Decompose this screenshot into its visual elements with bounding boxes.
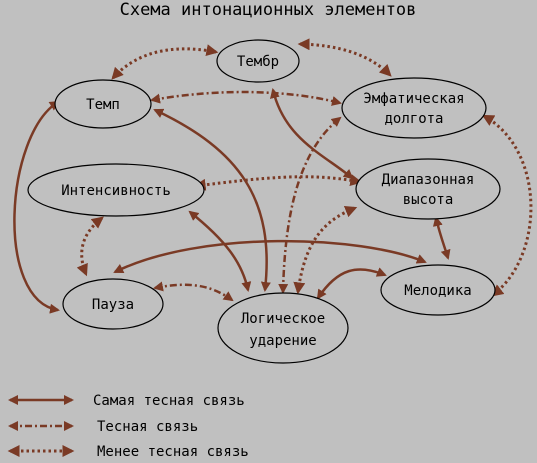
node-pitch-range-label-line2: высота [403, 192, 454, 208]
node-logical-stress-ellipse [217, 292, 349, 364]
node-melody-ellipse [380, 264, 496, 316]
node-logical-stress-label-line1: Логическое [241, 311, 325, 327]
legend-item-dotted: Менее тесная связь [7, 444, 249, 460]
link-pause-melody [113, 239, 427, 274]
node-melody-label: Мелодика [404, 283, 471, 299]
legend-dotted-label: Менее тесная связь [97, 444, 249, 460]
node-pitch-range-ellipse [355, 158, 501, 220]
node-emphatic-length: Эмфатическая долгота [341, 77, 487, 139]
node-intensity-label: Интенсивность [61, 183, 171, 199]
link-pitch-range-melody [432, 216, 451, 260]
node-tempo: Темп [54, 79, 152, 129]
node-timbre: Тембр [216, 39, 300, 83]
link-intensity-pause [76, 216, 104, 277]
node-tempo-ellipse [54, 79, 152, 129]
node-intensity-ellipse [27, 163, 205, 217]
link-intensity-pitch-range [193, 174, 363, 191]
node-emphatic-length-label-line2: долгота [384, 111, 443, 127]
diagram-title: Схема интонационных элементов [120, 0, 417, 20]
node-pause: Пауза [62, 278, 164, 330]
legend-solid-label: Самая тесная связь [93, 393, 245, 409]
node-timbre-ellipse [216, 39, 300, 83]
node-pause-ellipse [62, 278, 164, 330]
node-tempo-label: Темп [86, 97, 120, 113]
link-tempo-emphatic-length [150, 90, 342, 106]
node-emphatic-length-ellipse [341, 77, 487, 139]
node-logical-stress-label-line2: ударение [249, 333, 316, 349]
legend-item-dash-dot: Тесная связь [8, 419, 198, 435]
node-melody: Мелодика [380, 264, 496, 316]
legend-item-solid: Самая тесная связь [8, 393, 245, 409]
link-timbre-emphatic-length [297, 38, 392, 77]
node-timbre-label: Тембр [237, 54, 279, 70]
link-intensity-logical-stress [188, 210, 252, 292]
link-emphatic-length-melody [481, 114, 533, 297]
node-logical-stress: Логическое ударение [217, 292, 349, 364]
link-tempo-timbre [111, 44, 219, 80]
node-pause-label: Пауза [92, 297, 134, 313]
legend: Самая тесная связь Тесная связь Менее те… [7, 393, 249, 460]
link-tempo-pause [13, 100, 60, 314]
link-pause-logical-stress [153, 281, 234, 302]
link-logical-stress-melody [316, 267, 387, 300]
node-pitch-range: Диапазонная высота [355, 158, 501, 220]
node-emphatic-length-label-line1: Эмфатическая [363, 91, 464, 107]
link-logical-stress-pitch-range [293, 205, 358, 295]
link-logical-stress-emphatic-length [278, 116, 342, 294]
node-intensity: Интенсивность [27, 163, 205, 217]
link-timbre-pitch-range [270, 88, 354, 180]
connections [13, 38, 533, 314]
node-pitch-range-label-line1: Диапазонная [382, 172, 475, 188]
legend-dash-dot-label: Тесная связь [97, 419, 198, 435]
